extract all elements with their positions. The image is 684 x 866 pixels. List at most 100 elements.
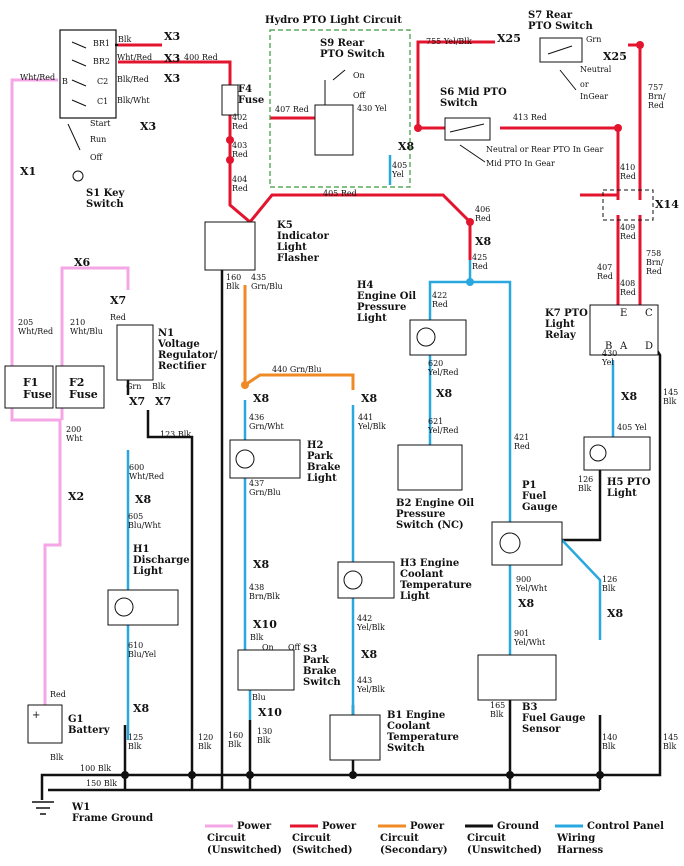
wire-430: 430 Yel xyxy=(357,104,387,113)
lamp-icon xyxy=(235,449,255,469)
s7-pos-ingear: InGear xyxy=(580,92,608,101)
junction-dot xyxy=(596,771,604,779)
junction-dot xyxy=(636,41,644,49)
x8-connector: X8 xyxy=(607,607,624,620)
b3-fuel-sensor-symbol xyxy=(477,654,557,701)
wire-407-s9: 407 Red xyxy=(275,105,309,114)
lamp-icon xyxy=(416,327,436,347)
key-icon xyxy=(72,170,84,182)
junction-dot xyxy=(188,771,196,779)
junction-dot xyxy=(466,278,474,286)
h3-coolant-light-symbol xyxy=(337,561,395,599)
s9-rear-pto-switch: On Off xyxy=(314,69,367,156)
s6-pos-mid: Mid PTO In Gear xyxy=(486,159,555,168)
x8-connector: X8 xyxy=(361,648,378,661)
s1-term-c1: C1 xyxy=(97,97,108,106)
k7-term-b: B xyxy=(605,341,612,352)
s9-pos-off: Off xyxy=(353,91,367,100)
s1-term-br2: BR2 xyxy=(93,57,110,66)
x10-connector: X10 xyxy=(258,706,282,719)
s1-term-br1: BR1 xyxy=(93,39,110,48)
k7-term-c: C xyxy=(645,308,653,319)
wire-100: 100 Blk xyxy=(80,764,111,773)
k7-term-d: D xyxy=(645,341,653,352)
wire-red-g1: Red xyxy=(50,690,66,699)
h2-brake-light-symbol xyxy=(229,439,301,479)
hydro-pto-title: Hydro PTO Light Circuit xyxy=(265,15,402,26)
x7-connector: X7 xyxy=(129,395,145,408)
junction-dot xyxy=(246,771,254,779)
junction-dot xyxy=(466,218,474,226)
wire-405: 405 Red xyxy=(323,189,357,198)
s7-pos-or: or xyxy=(580,80,589,89)
x8-connector: X8 xyxy=(133,702,150,715)
junction-dot xyxy=(414,124,422,132)
junction-dot xyxy=(614,124,622,132)
b2-oil-switch-symbol xyxy=(397,444,463,491)
wire-blk-s1: Blk xyxy=(118,35,131,44)
f4-fuse-symbol xyxy=(221,84,239,116)
x3-connector: X3 xyxy=(164,52,180,65)
junction-dot xyxy=(121,771,129,779)
x2-connector: X2 xyxy=(68,490,84,503)
wire-440: 440 Grn/Blu xyxy=(272,365,321,374)
s1-pos-start: Start xyxy=(90,119,111,128)
ground-wires xyxy=(40,43,662,800)
junction-dot xyxy=(226,156,234,164)
wire-123: 123 Blk xyxy=(160,430,191,439)
x10-connector: X10 xyxy=(253,618,277,631)
lamp-icon xyxy=(589,444,607,462)
hydro-pto-circuit-box xyxy=(269,29,411,188)
s6-mid-pto-switch: Neutral or Rear PTO In Gear Mid PTO In G… xyxy=(444,117,603,168)
x3-connector: X3 xyxy=(164,30,180,43)
wire-blkred: Blk/Red xyxy=(117,75,149,84)
junction-dot xyxy=(226,136,234,144)
x14-connector: X14 xyxy=(655,198,679,211)
b1-coolant-switch-symbol xyxy=(329,714,381,761)
x8-connector: X8 xyxy=(253,558,270,571)
wire-150: 150 Blk xyxy=(86,779,117,788)
x25-connector: X25 xyxy=(497,32,521,45)
s6-pos-neutral: Neutral or Rear PTO In Gear xyxy=(486,145,603,154)
x25-connector: X25 xyxy=(603,50,627,63)
s9-pos-on: On xyxy=(353,71,365,80)
x8-connector: X8 xyxy=(518,597,535,610)
x7-connector: X7 xyxy=(155,395,171,408)
x8-connector: X8 xyxy=(361,392,378,405)
